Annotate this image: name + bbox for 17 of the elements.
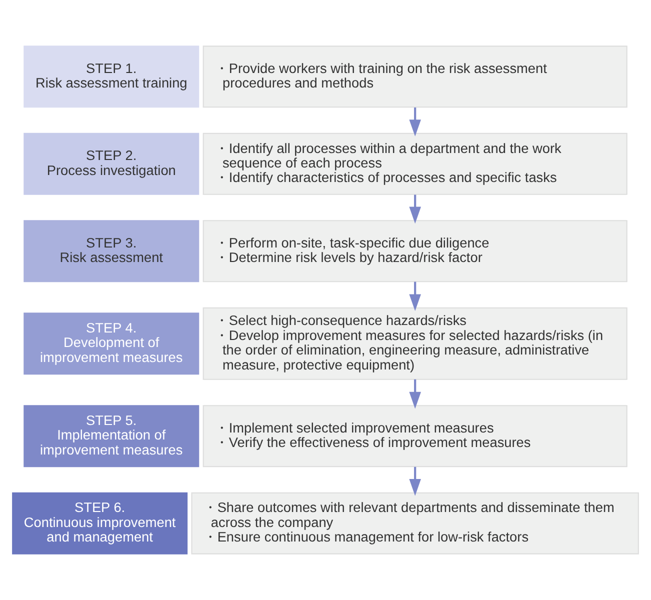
node-box: STEP 6. Continuous improvement and management <box>12 492 188 554</box>
node-box: STEP 3. Risk assessment <box>24 220 200 282</box>
arrow <box>409 194 421 224</box>
node-box: ・Perform on-site, task-specific due diligence ・Determine risk levels by hazard/risk factor <box>202 220 628 282</box>
arrow <box>409 466 421 496</box>
node-box: STEP 1. Risk assessment training <box>24 46 200 108</box>
node-box: ・Share outcomes with relevant departments and disseminate them across the company ・Ensure continuous management for low-risk factors <box>191 492 639 554</box>
node-box: STEP 2. Process investigation <box>24 132 200 195</box>
node-box: STEP 5. Implementation of improvement measures <box>24 405 200 468</box>
arrow <box>409 282 421 312</box>
arrow <box>409 379 421 409</box>
node-box: STEP 4. Development of improvement measures <box>24 312 200 375</box>
node-box: ・Implement selected improvement measures ・Verify the effectiveness of improvement measures <box>202 405 628 468</box>
node-box: ・Provide workers with training on the risk assessment procedures and methods <box>202 46 628 108</box>
arrow <box>409 108 421 136</box>
node-box: ・Identify all processes within a department and the work sequence of each process ・Identify characteristics of processes and specific tasks <box>202 132 628 195</box>
node-box: ・Select high-consequence hazards/risks ・Develop improvement measures for selected hazards/risks (in the order of elimination, engineering measure, administrative measure, protective equipment) <box>202 307 628 380</box>
